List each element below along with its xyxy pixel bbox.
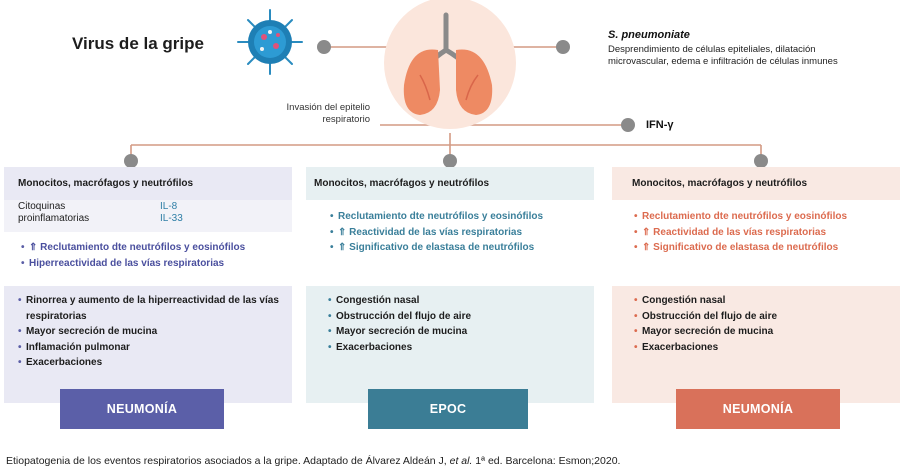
- effect-item: ⇑ Significativo de elastasa de neutrófil…: [634, 240, 884, 256]
- effects-section: ⇑ Reclutamiento dte neutrófilos y eosinó…: [4, 232, 292, 278]
- lungs-icon: [384, 0, 516, 129]
- col3-node: [754, 154, 768, 168]
- symptoms-list: Congestión nasal Obstrucción del flujo d…: [634, 293, 900, 355]
- ifn-node: [621, 118, 635, 132]
- outcome-neumonia-1: NEUMONÍA: [60, 389, 224, 429]
- col1-node: [124, 154, 138, 168]
- ifn-label: IFN-γ: [646, 119, 674, 131]
- symptom-item: Obstrucción del flujo de aire: [328, 309, 598, 325]
- symptom-item: Congestión nasal: [634, 293, 900, 309]
- figure-caption: Etiopatogenia de los eventos respiratori…: [6, 455, 620, 467]
- symptom-item: Rinorrea y aumento de la hiperreactivida…: [18, 293, 288, 324]
- column-epoc: Monocitos, macrófagos y neutrófilos Recl…: [306, 167, 594, 403]
- effect-item: Reclutamiento dte neutrófilos y eosinófi…: [634, 209, 884, 225]
- effect-item: ⇑ Reclutamiento dte neutrófilos y eosinó…: [21, 240, 245, 256]
- symptom-item: Inflamación pulmonar: [18, 340, 288, 356]
- column-header-text: Monocitos, macrófagos y neutrófilos: [18, 178, 194, 189]
- caption-part1: Etiopatogenia de los eventos respiratori…: [6, 455, 450, 467]
- column-header-text: Monocitos, macrófagos y neutrófilos: [632, 178, 808, 189]
- virus-label: Virus de la gripe: [72, 34, 204, 53]
- symptom-item: Mayor secreción de mucina: [634, 324, 900, 340]
- outcome-neumonia-2: NEUMONÍA: [676, 389, 840, 429]
- symptom-item: Exacerbaciones: [634, 340, 900, 356]
- virus-icon: [237, 9, 303, 75]
- pathogen-node: [556, 40, 570, 54]
- caption-italic: et al.: [449, 455, 473, 467]
- effect-item: Reclutamiento dte neutrófilos y eosinófi…: [330, 209, 580, 225]
- cytokines-label-line2: proinflamatorias: [18, 213, 90, 224]
- symptom-item: Exacerbaciones: [328, 340, 598, 356]
- pathogen-title: S. pneumoniate: [608, 29, 690, 41]
- cytokine-il8: IL-8: [160, 201, 178, 212]
- column-header-text: Monocitos, macrófagos y neutrófilos: [314, 178, 490, 189]
- col2-node: [443, 154, 457, 168]
- effect-item: ⇑ Reactividad de las vías respiratorias: [634, 225, 884, 241]
- symptoms-section: Congestión nasal Obstrucción del flujo d…: [306, 286, 594, 403]
- cytokines-section: Citoquinas proinflamatorias IL-8 IL-33: [4, 200, 292, 232]
- symptom-item: Obstrucción del flujo de aire: [634, 309, 900, 325]
- effect-item: Hiperreactividad de las vías respiratori…: [21, 256, 245, 272]
- symptom-item: Mayor secreción de mucina: [328, 324, 598, 340]
- effects-list: Reclutamiento dte neutrófilos y eosinófi…: [634, 209, 884, 256]
- caption-part2: 1ª ed. Barcelona: Esmon;2020.: [472, 455, 621, 467]
- virus-node: [317, 40, 331, 54]
- column-header: Monocitos, macrófagos y neutrófilos: [306, 167, 594, 200]
- symptoms-section: Rinorrea y aumento de la hiperreactivida…: [4, 286, 292, 403]
- invasion-label: Invasión del epitelio respiratorio: [286, 102, 370, 125]
- effects-list: ⇑ Reclutamiento dte neutrófilos y eosinó…: [21, 240, 245, 271]
- symptom-item: Congestión nasal: [328, 293, 598, 309]
- column-neumonia-1: Monocitos, macrófagos y neutrófilos Cito…: [4, 167, 292, 403]
- effect-item: ⇑ Significativo de elastasa de neutrófil…: [330, 240, 580, 256]
- cytokine-il33: IL-33: [160, 213, 183, 224]
- cytokines-values: IL-8 IL-33: [160, 201, 183, 225]
- symptoms-section: Congestión nasal Obstrucción del flujo d…: [612, 286, 900, 403]
- symptoms-list: Rinorrea y aumento de la hiperreactivida…: [18, 293, 288, 371]
- cytokines-label-line1: Citoquinas: [18, 201, 66, 212]
- cytokines-label: Citoquinas proinflamatorias: [18, 201, 89, 225]
- symptom-item: Exacerbaciones: [18, 355, 288, 371]
- pathogen-description: Desprendimiento de células epiteliales, …: [608, 44, 838, 67]
- column-header: Monocitos, macrófagos y neutrófilos: [4, 167, 292, 200]
- outcome-epoc: EPOC: [368, 389, 528, 429]
- column-header: Monocitos, macrófagos y neutrófilos: [612, 167, 900, 200]
- column-neumonia-2: Monocitos, macrófagos y neutrófilos Recl…: [612, 167, 900, 403]
- effects-section: Reclutamiento dte neutrófilos y eosinófi…: [612, 200, 900, 278]
- effects-list: Reclutamiento dte neutrófilos y eosinófi…: [330, 209, 580, 256]
- symptoms-list: Congestión nasal Obstrucción del flujo d…: [328, 293, 598, 355]
- symptom-item: Mayor secreción de mucina: [18, 324, 288, 340]
- effects-section: Reclutamiento dte neutrófilos y eosinófi…: [306, 200, 594, 278]
- effect-item: ⇑ Reactividad de las vías respiratorias: [330, 225, 580, 241]
